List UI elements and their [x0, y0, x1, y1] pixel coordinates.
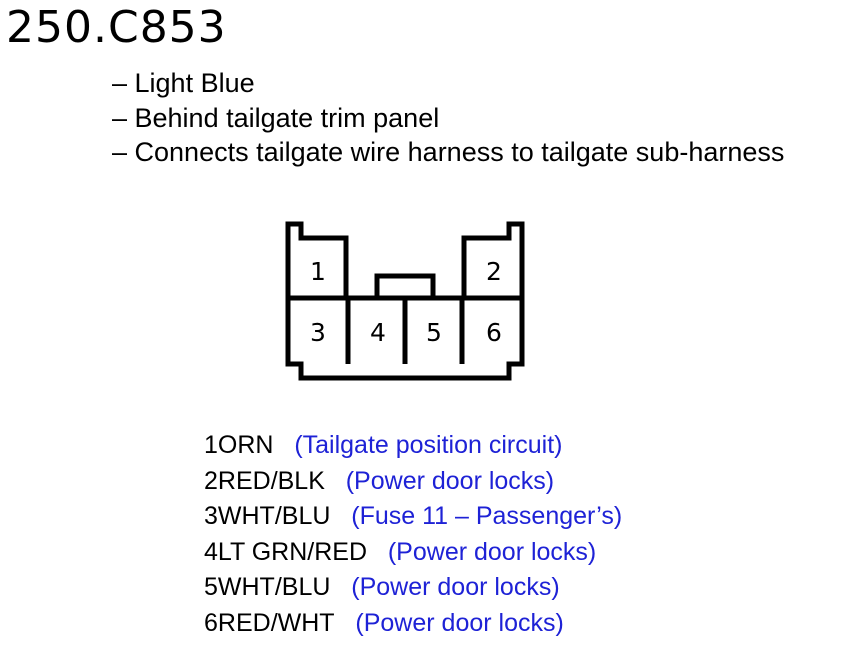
pin-number: 1 — [204, 431, 218, 459]
cavity-label-3: 3 — [310, 318, 326, 347]
pin-circuit: (Power door locks) — [345, 466, 555, 495]
connector-latch — [374, 273, 436, 298]
note-color: – Light Blue — [112, 68, 255, 98]
pin-number: 5 — [204, 573, 218, 601]
pin-circuit: (Fuse 11 – Passenger’s) — [351, 502, 623, 530]
connector-notes: – Light Blue – Behind tailgate trim pane… — [112, 66, 784, 170]
pin-wire-color: ORN — [217, 431, 274, 459]
pinout-row-3: 3WHT/BLU (Fuse 11 – Passenger’s) — [204, 499, 622, 535]
connector-housing-outline — [285, 221, 525, 381]
pinout-row-5: 5WHT/BLU (Power door locks) — [204, 570, 622, 606]
pin-number: 4 — [204, 537, 218, 566]
pin-wire-color: WHT/BLU — [217, 573, 331, 601]
pin-circuit: (Power door locks) — [351, 573, 560, 601]
pin-number: 6 — [204, 608, 218, 637]
pinout-row-1: 1ORN (Tailgate position circuit) — [204, 428, 622, 464]
pin-wire-color: RED/BLK — [217, 466, 325, 495]
connector-title: 250.C853 — [6, 2, 227, 53]
note-location: – Behind tailgate trim panel — [112, 102, 440, 133]
note-function: – Connects tailgate wire harness to tail… — [112, 137, 785, 167]
pin-wire-color: WHT/BLU — [217, 502, 331, 530]
pin-wire-color: RED/WHT — [217, 608, 335, 637]
pin-number: 2 — [204, 466, 218, 495]
pinout-row-4: 4LT GRN/RED (Power door locks) — [204, 535, 622, 571]
pinout-row-6: 6RED/WHT (Power door locks) — [204, 606, 622, 642]
connector-diagram: 1 2 3 4 5 6 — [285, 221, 525, 381]
cavity-label-1: 1 — [310, 257, 326, 286]
pinout-row-2: 2RED/BLK (Power door locks) — [204, 464, 622, 500]
pin-number: 3 — [204, 502, 218, 530]
pin-circuit: (Tailgate position circuit) — [294, 431, 563, 459]
cavity-label-2: 2 — [486, 257, 502, 286]
pin-circuit: (Power door locks) — [387, 537, 597, 566]
cavity-label-5: 5 — [426, 318, 442, 347]
cavity-label-6: 6 — [486, 318, 502, 347]
pin-circuit: (Power door locks) — [355, 608, 564, 637]
pin-wire-color: LT GRN/RED — [217, 537, 368, 566]
pinout-list: 1ORN (Tailgate position circuit) 2RED/BL… — [204, 428, 622, 641]
cavity-label-4: 4 — [370, 318, 386, 347]
